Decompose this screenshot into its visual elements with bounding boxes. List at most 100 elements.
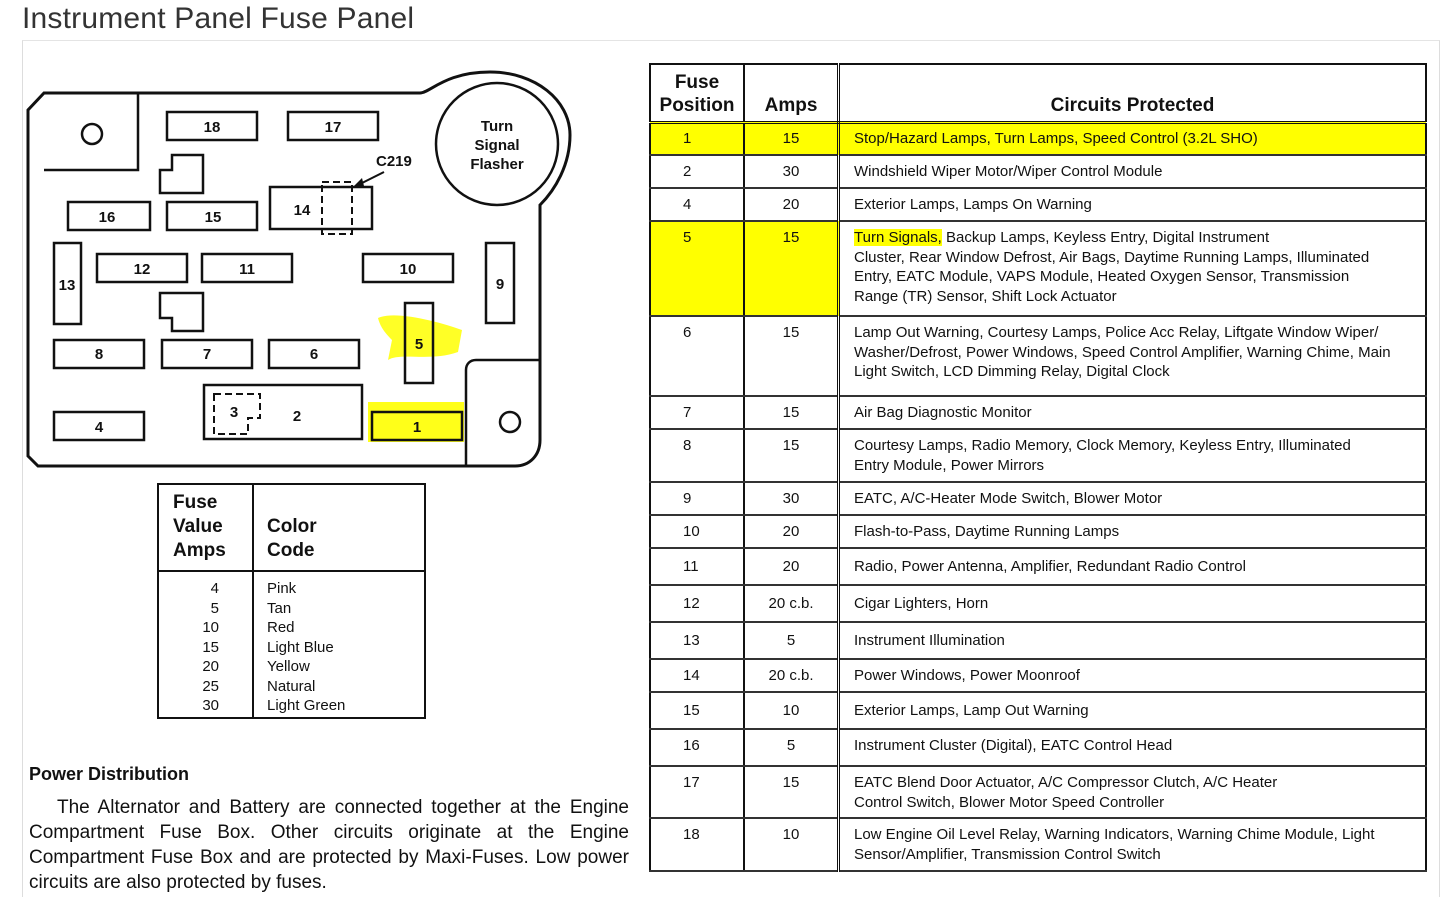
circuit-line: Entry, EATC Module, VAPS Module, Heated … xyxy=(854,268,1350,285)
fuse-circuits-cell: Instrument Illumination xyxy=(838,622,1426,660)
fuse-amps: 30 xyxy=(782,162,800,180)
fuse-amps-cell: 20 c.b. xyxy=(744,659,840,693)
fuse-7-label: 7 xyxy=(203,346,211,363)
color-table-header-line: Value xyxy=(173,516,223,537)
fuse-17-label: 17 xyxy=(325,119,342,136)
fuse-10-label: 10 xyxy=(400,261,417,278)
fuse-amps: 20 xyxy=(782,522,800,540)
color-table-header-line: Code xyxy=(267,540,315,561)
header-circuits-protected: Circuits Protected xyxy=(838,64,1426,124)
fuse-color-code-table: Fuse Value Amps Color Code 4 5 10 15 20 … xyxy=(157,483,426,719)
circuit-line: Instrument Cluster (Digital), EATC Contr… xyxy=(854,737,1173,754)
fuse-amps-cell: 20 xyxy=(744,548,840,586)
fuse-position: 17 xyxy=(683,774,700,791)
circuit-line: Courtesy Lamps, Radio Memory, Clock Memo… xyxy=(854,437,1351,454)
connector-c219-arrowhead xyxy=(352,178,364,188)
fuse-position-cell: 12 xyxy=(650,585,745,623)
fuse-circuits-cell: Lamp Out Warning, Courtesy Lamps, Police… xyxy=(838,316,1426,397)
fuse-table-row: 4 20 Exterior Lamps, Lamps On Warning xyxy=(650,188,1426,222)
fuse-amps: 20 c.b. xyxy=(768,666,814,684)
fuse-table-row: 14 20 c.b. Power Windows, Power Moonroof xyxy=(650,659,1426,693)
fuse-amps: 15 xyxy=(782,437,800,454)
circuit-line: Range (TR) Sensor, Shift Lock Actuator xyxy=(854,287,1117,305)
fuse-position-cell: 2 xyxy=(650,155,745,189)
color-table-amp: 15 xyxy=(202,638,219,656)
fuse-12-label: 12 xyxy=(134,261,151,278)
color-table-amp: 4 xyxy=(210,580,219,597)
fuse-position: 4 xyxy=(683,195,692,213)
fuse-panel-diagram: Turn Signal Flasher C219 18 17 16 15 14 … xyxy=(26,70,572,468)
fuse-7: 7 xyxy=(160,338,254,370)
circuit-line: Air Bag Diagnostic Monitor xyxy=(854,403,1032,421)
color-table-header-line: Amps xyxy=(173,540,226,561)
fuse-11-label: 11 xyxy=(239,261,255,278)
fuse-circuits-cell: Cigar Lighters, Horn xyxy=(838,585,1426,623)
fuse-position-cell: 15 xyxy=(650,692,745,730)
fuse-14: 14 xyxy=(268,181,374,235)
color-table-color: Pink xyxy=(267,580,297,597)
circuit-line: Entry Module, Power Mirrors xyxy=(854,456,1045,474)
color-table-color: Natural xyxy=(267,677,316,695)
fuse-position: 18 xyxy=(683,826,700,843)
fuse-amps-cell: 20 xyxy=(744,188,840,222)
fuse-5: 5 xyxy=(403,301,435,385)
color-table-color-column: Pink Tan Red Light Blue Yellow Natural L… xyxy=(267,579,345,716)
relay-block-lower xyxy=(158,291,205,333)
highlight-turn-signals: Turn Signals, xyxy=(854,229,942,246)
circuit-line: Cluster, Rear Window Defrost, Air Bags, … xyxy=(854,248,1370,266)
fuse-circuits-cell: Windshield Wiper Motor/Wiper Control Mod… xyxy=(838,155,1426,189)
fuse-10: 10 xyxy=(361,252,455,284)
circuit-line: Radio, Power Antenna, Amplifier, Redunda… xyxy=(854,557,1246,575)
fuse-12: 12 xyxy=(95,252,189,284)
fuse-amps-cell: 20 c.b. xyxy=(744,585,840,623)
circuit-line: Lamp Out Warning, Courtesy Lamps, Police… xyxy=(854,324,1379,341)
fuse-circuits-cell: Power Windows, Power Moonroof xyxy=(838,659,1426,693)
fuse-position: 1 xyxy=(683,130,692,147)
color-table-amp: 25 xyxy=(202,677,219,695)
fuse-5-label: 5 xyxy=(415,336,423,353)
header-line: Position xyxy=(659,94,735,116)
fuse-13: 13 xyxy=(52,241,83,326)
fuse-8: 8 xyxy=(52,338,146,370)
fuse-3: 3 xyxy=(213,393,261,435)
turn-signal-flasher xyxy=(434,81,560,207)
fuse-6-label: 6 xyxy=(310,346,318,363)
fuse-1-label: 1 xyxy=(413,419,421,436)
circuit-line: EATC Blend Door Actuator, A/C Compressor… xyxy=(854,774,1278,791)
fuse-amps-cell: 5 xyxy=(744,729,840,767)
fuse-amps-cell: 30 xyxy=(744,155,840,189)
circuit-line: Washer/Defrost, Power Windows, Speed Con… xyxy=(854,343,1391,361)
fuse-position: 14 xyxy=(683,666,700,684)
circuit-line: EATC, A/C-Heater Mode Switch, Blower Mot… xyxy=(854,489,1163,507)
fuse-amps: 5 xyxy=(786,631,796,649)
fuse-position: 6 xyxy=(683,324,692,341)
fuse-amps-cell: 5 xyxy=(744,622,840,660)
fuse-circuits-cell: Turn Signals, Backup Lamps, Keyless Entr… xyxy=(838,221,1426,317)
fuse-circuits-cell: Low Engine Oil Level Relay, Warning Indi… xyxy=(838,818,1426,872)
fuse-3-label: 3 xyxy=(230,404,238,421)
fuse-position-cell: 5 xyxy=(650,221,745,317)
mounting-hole-bottom-right xyxy=(498,410,522,434)
color-table-amps-column: 4 5 10 15 20 25 30 xyxy=(159,579,219,716)
circuit-line: Exterior Lamps, Lamps On Warning xyxy=(854,195,1092,213)
color-table-color: Tan xyxy=(267,599,292,617)
circuit-line: Low Engine Oil Level Relay, Warning Indi… xyxy=(854,826,1375,843)
circuit-line: Flash-to-Pass, Daytime Running Lamps xyxy=(854,522,1120,540)
color-table-divider xyxy=(252,485,254,717)
fuse-circuits-cell: Exterior Lamps, Lamp Out Warning xyxy=(838,692,1426,730)
fuse-amps-cell: 10 xyxy=(744,692,840,730)
fuse-13-label: 13 xyxy=(59,277,76,294)
flasher-label-3: Flasher xyxy=(470,156,524,173)
color-table-color: Light Blue xyxy=(267,638,334,656)
fuse-circuits-cell: Courtesy Lamps, Radio Memory, Clock Memo… xyxy=(838,429,1426,483)
color-table-amp: 30 xyxy=(202,697,219,714)
fuse-2-label: 2 xyxy=(293,408,301,425)
fuse-18: 18 xyxy=(165,110,259,142)
fuse-amps-cell: 15 xyxy=(744,396,840,430)
fuse-circuits-cell: Exterior Lamps, Lamps On Warning xyxy=(838,188,1426,222)
fuse-amps-cell: 30 xyxy=(744,482,840,516)
panel-outline xyxy=(26,70,572,468)
